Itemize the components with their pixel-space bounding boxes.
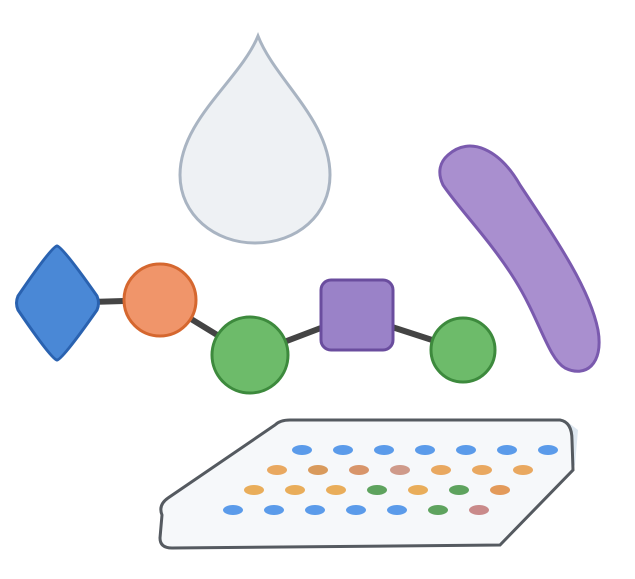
plate-well: [244, 485, 264, 495]
plate-well: [538, 445, 558, 455]
plate-well: [305, 505, 325, 515]
plate-well: [346, 505, 366, 515]
diamond-node: [15, 244, 100, 362]
molecule-chain: [15, 244, 497, 395]
plate-well: [326, 485, 346, 495]
plate-well: [415, 445, 435, 455]
plate-well: [387, 505, 407, 515]
plate-top: [158, 418, 575, 550]
plate-well: [285, 485, 305, 495]
plate-well: [333, 445, 353, 455]
plate-well: [449, 485, 469, 495]
plate-well: [308, 465, 328, 475]
plate-well: [374, 445, 394, 455]
plate-well: [390, 465, 410, 475]
green-circle-node: [210, 315, 290, 395]
plate-well: [490, 485, 510, 495]
plate-well: [349, 465, 369, 475]
plate-well: [428, 505, 448, 515]
plate-well: [431, 465, 451, 475]
orange-circle-node: [122, 262, 198, 338]
plate-well: [497, 445, 517, 455]
plate-well: [469, 505, 489, 515]
plate-well: [408, 485, 428, 495]
plate-well: [264, 505, 284, 515]
rod-shape: [438, 144, 601, 373]
plate-well: [223, 505, 243, 515]
plate-well: [472, 465, 492, 475]
plate-well: [456, 445, 476, 455]
purple-square-node: [319, 278, 395, 352]
green-circle-node: [429, 316, 497, 384]
well-plate: [158, 418, 578, 550]
plate-well: [513, 465, 533, 475]
water-drop-icon: [178, 31, 332, 245]
plate-well: [292, 445, 312, 455]
plate-well: [367, 485, 387, 495]
plate-well: [267, 465, 287, 475]
